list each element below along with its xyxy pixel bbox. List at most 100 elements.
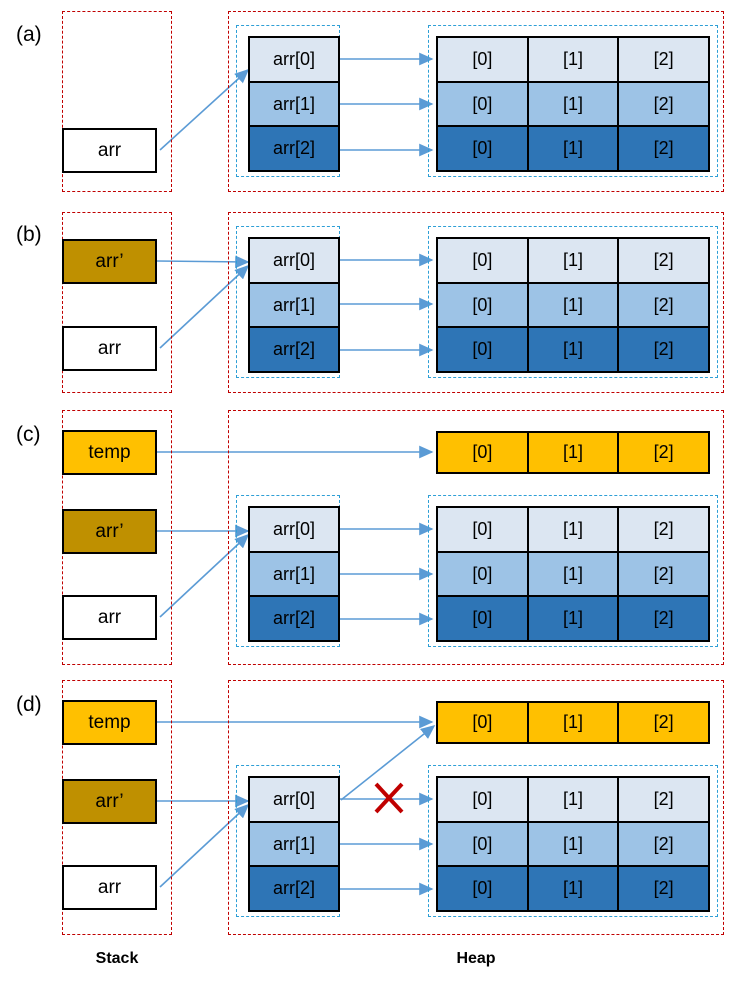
heap-cell-label: [2] bbox=[653, 138, 674, 159]
heap-cell[interactable]: [2] bbox=[619, 82, 709, 126]
panel-a-pointer-array: arr[0] arr[1] arr[2] bbox=[248, 36, 340, 172]
heap-cell[interactable]: [2] bbox=[619, 597, 709, 641]
stack-var-label: arr bbox=[97, 606, 122, 628]
heap-cell[interactable]: [2] bbox=[619, 703, 709, 742]
heap-cell[interactable]: [1] bbox=[528, 82, 620, 126]
pointer-cell-1[interactable]: arr[1] bbox=[250, 822, 338, 868]
pointer-cell-2[interactable]: arr[2] bbox=[250, 127, 338, 171]
heap-cell[interactable]: [1] bbox=[528, 552, 620, 596]
heap-cell-label: [0] bbox=[472, 339, 493, 360]
pointer-cell-1[interactable]: arr[1] bbox=[250, 552, 338, 598]
heap-cell[interactable]: [2] bbox=[619, 822, 709, 866]
heap-cell[interactable]: [1] bbox=[528, 283, 620, 327]
pointer-cell-label: arr[0] bbox=[272, 518, 315, 539]
panel-c-heap-region bbox=[228, 410, 724, 665]
pointer-cell-0[interactable]: arr[0] bbox=[250, 508, 338, 553]
stack-var-label: arr bbox=[97, 337, 122, 359]
pointer-cell-2[interactable]: arr[2] bbox=[250, 328, 338, 372]
stack-var-label: arr’ bbox=[95, 790, 124, 812]
pointer-cell-1[interactable]: arr[1] bbox=[250, 82, 338, 128]
heap-cell[interactable]: [0] bbox=[438, 127, 529, 171]
heap-cell[interactable]: [0] bbox=[438, 867, 529, 911]
pointer-cell-2[interactable]: arr[2] bbox=[250, 597, 338, 641]
heap-row: [0] [1] [2] bbox=[438, 778, 709, 823]
pointer-cell-0[interactable]: arr[0] bbox=[250, 239, 338, 284]
heap-cell-label: [0] bbox=[472, 249, 493, 270]
heap-cell[interactable]: [0] bbox=[438, 38, 529, 81]
heap-cell[interactable]: [2] bbox=[619, 867, 709, 911]
heap-cell[interactable]: [0] bbox=[438, 433, 529, 472]
stack-var-arr[interactable]: arr bbox=[62, 326, 157, 371]
heap-cell-label: [2] bbox=[653, 442, 674, 462]
heap-cell[interactable]: [1] bbox=[528, 239, 620, 282]
panel-a-heap-array: [0] [1] [2] [0] [1] [2] [0] [1] [2] bbox=[436, 36, 710, 172]
heap-cell[interactable]: [1] bbox=[528, 127, 620, 171]
heap-row: [0] [1] [2] bbox=[438, 597, 709, 641]
heap-cell-label: [1] bbox=[563, 608, 584, 629]
panel-b-heap-region bbox=[228, 212, 724, 393]
heap-cell[interactable]: [0] bbox=[438, 552, 529, 596]
heap-cell-label: [2] bbox=[653, 563, 674, 584]
heap-cell[interactable]: [0] bbox=[438, 328, 529, 372]
panel-b-data-region bbox=[428, 226, 718, 378]
panel-c-data-region bbox=[428, 495, 718, 647]
heap-cell[interactable]: [2] bbox=[619, 239, 709, 282]
pointer-cell-label: arr[1] bbox=[272, 93, 315, 114]
pointer-cell-label: arr[1] bbox=[272, 294, 315, 315]
heap-cell[interactable]: [2] bbox=[619, 433, 709, 472]
stack-var-arr[interactable]: arr bbox=[62, 865, 157, 910]
panel-a-heap-region bbox=[228, 11, 724, 192]
heap-cell[interactable]: [1] bbox=[528, 703, 620, 742]
panel-c-heap-array: [0] [1] [2] [0] [1] [2] [0] [1] [2] bbox=[436, 506, 710, 642]
stack-var-label: arr’ bbox=[95, 250, 124, 272]
stack-var-arr-prime[interactable]: arr’ bbox=[62, 779, 157, 824]
heap-cell-label: [2] bbox=[653, 249, 674, 270]
heap-row: [0] [1] [2] bbox=[438, 38, 709, 83]
heap-cell[interactable]: [0] bbox=[438, 239, 529, 282]
stack-var-arr[interactable]: arr bbox=[62, 595, 157, 640]
heap-cell-label: [1] bbox=[563, 48, 584, 69]
heap-cell[interactable]: [2] bbox=[619, 508, 709, 551]
pointer-cell-label: arr[2] bbox=[272, 339, 315, 360]
pointer-cell-1[interactable]: arr[1] bbox=[250, 283, 338, 329]
heap-cell[interactable]: [0] bbox=[438, 778, 529, 821]
stack-var-label: temp bbox=[88, 441, 131, 463]
heap-cell[interactable]: [1] bbox=[528, 38, 620, 81]
stack-var-label: temp bbox=[88, 711, 131, 733]
stack-var-temp[interactable]: temp bbox=[62, 700, 157, 745]
heap-cell[interactable]: [2] bbox=[619, 778, 709, 821]
stack-var-arr-prime[interactable]: arr’ bbox=[62, 509, 157, 554]
heap-cell[interactable]: [1] bbox=[528, 778, 620, 821]
heap-row: [0] [1] [2] bbox=[438, 82, 709, 128]
pointer-cell-0[interactable]: arr[0] bbox=[250, 38, 338, 83]
heap-cell[interactable]: [0] bbox=[438, 283, 529, 327]
stack-var-arr[interactable]: arr bbox=[62, 128, 157, 173]
pointer-cell-2[interactable]: arr[2] bbox=[250, 867, 338, 911]
heap-cell[interactable]: [2] bbox=[619, 283, 709, 327]
heap-cell[interactable]: [1] bbox=[528, 867, 620, 911]
heap-cell[interactable]: [1] bbox=[528, 433, 620, 472]
heap-cell[interactable]: [0] bbox=[438, 597, 529, 641]
stack-var-arr-prime[interactable]: arr’ bbox=[62, 239, 157, 284]
heap-cell[interactable]: [2] bbox=[619, 328, 709, 372]
pointer-cell-0[interactable]: arr[0] bbox=[250, 778, 338, 823]
heap-cell[interactable]: [1] bbox=[528, 508, 620, 551]
heap-cell[interactable]: [0] bbox=[438, 508, 529, 551]
heap-cell[interactable]: [1] bbox=[528, 822, 620, 866]
pointer-cell-label: arr[0] bbox=[272, 48, 315, 69]
heap-cell[interactable]: [0] bbox=[438, 703, 529, 742]
heap-cell[interactable]: [1] bbox=[528, 597, 620, 641]
heap-cell[interactable]: [2] bbox=[619, 552, 709, 596]
panel-c-letter: (c) bbox=[16, 423, 41, 446]
panel-d-letter: (d) bbox=[16, 693, 42, 716]
heap-cell[interactable]: [2] bbox=[619, 38, 709, 81]
heap-cell-label: [2] bbox=[653, 788, 674, 809]
panel-d-pointer-array: arr[0] arr[1] arr[2] bbox=[248, 776, 340, 912]
heap-cell[interactable]: [0] bbox=[438, 822, 529, 866]
stack-var-temp[interactable]: temp bbox=[62, 430, 157, 475]
heap-cell[interactable]: [1] bbox=[528, 328, 620, 372]
heap-cell-label: [2] bbox=[653, 48, 674, 69]
heap-cell[interactable]: [2] bbox=[619, 127, 709, 171]
heap-row: [0] [1] [2] bbox=[438, 328, 709, 372]
heap-cell[interactable]: [0] bbox=[438, 82, 529, 126]
